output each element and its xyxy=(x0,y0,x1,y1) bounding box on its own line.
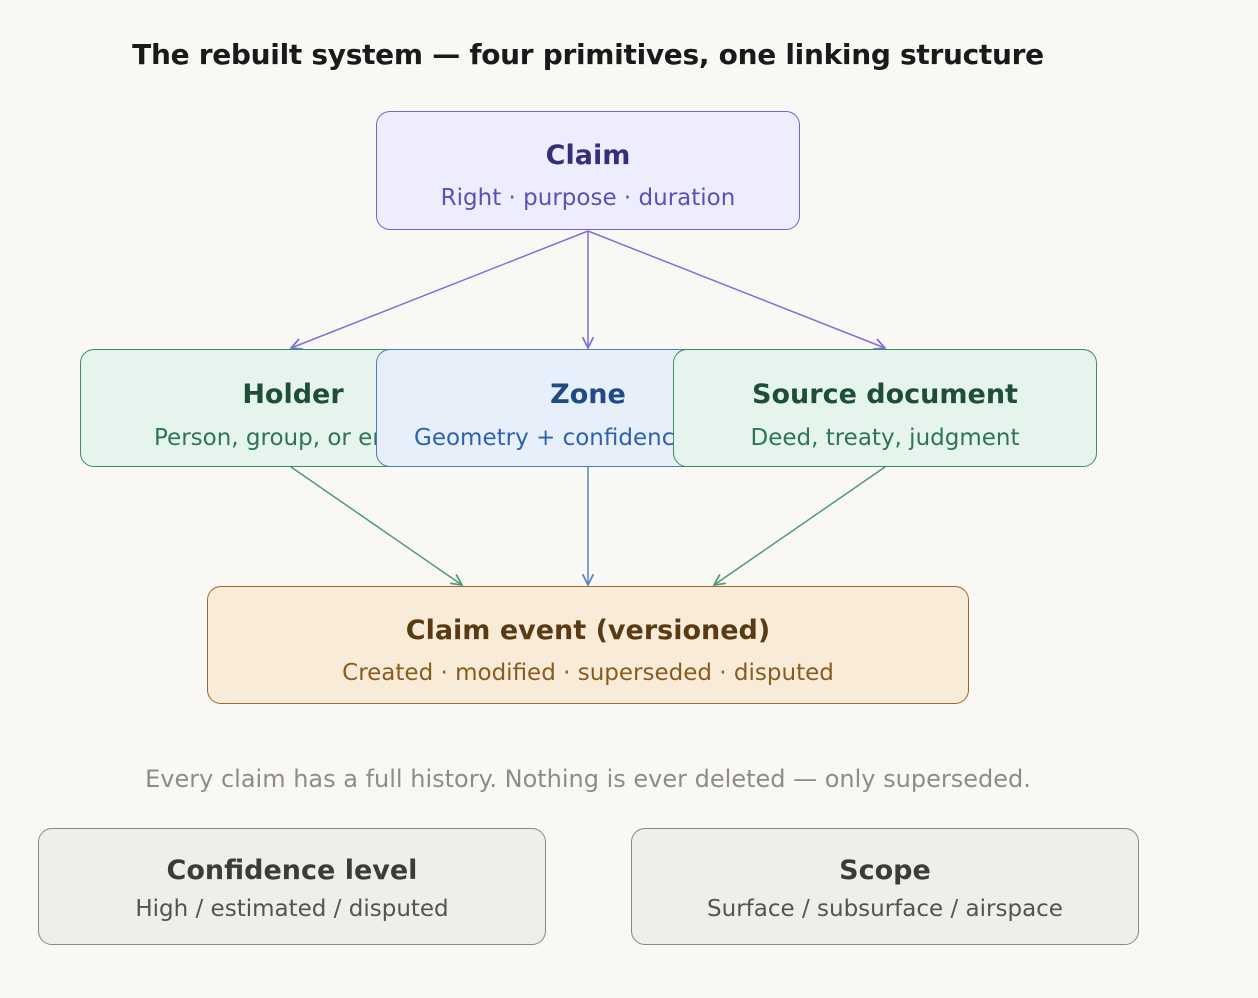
edge-source-event xyxy=(714,466,886,585)
claim-event-node-title: Claim event (versioned) xyxy=(405,615,771,646)
claim-event-node-desc: Created · modified · superseded · disput… xyxy=(342,660,834,686)
zone-node-title: Zone xyxy=(550,379,626,410)
confidence-level-node-desc: High / estimated / disputed xyxy=(135,896,449,922)
holder-node-title: Holder xyxy=(242,379,344,410)
zone-node-desc: Geometry + confidence xyxy=(414,425,689,451)
confidence-level-node-title: Confidence level xyxy=(166,855,418,886)
claim-node-title: Claim xyxy=(545,140,631,171)
confidence-level-node: Confidence level High / estimated / disp… xyxy=(38,828,546,945)
claim-node: Claim Right · purpose · duration xyxy=(376,111,800,230)
source-document-node-title: Source document xyxy=(752,379,1018,410)
diagram-title: The rebuilt system — four primitives, on… xyxy=(132,38,1044,71)
source-document-node-desc: Deed, treaty, judgment xyxy=(750,425,1020,451)
scope-node-title: Scope xyxy=(839,855,931,886)
source-document-node: Source document Deed, treaty, judgment xyxy=(673,349,1097,467)
edge-claim-source xyxy=(587,230,885,348)
scope-node: Scope Surface / subsurface / airspace xyxy=(631,828,1139,945)
edge-claim-holder xyxy=(291,230,589,348)
claim-node-desc: Right · purpose · duration xyxy=(440,185,736,211)
scope-node-desc: Surface / subsurface / airspace xyxy=(707,896,1063,922)
claim-event-node: Claim event (versioned) Created · modifi… xyxy=(207,586,969,704)
history-caption: Every claim has a full history. Nothing … xyxy=(145,765,1031,793)
edge-holder-event xyxy=(290,466,462,585)
